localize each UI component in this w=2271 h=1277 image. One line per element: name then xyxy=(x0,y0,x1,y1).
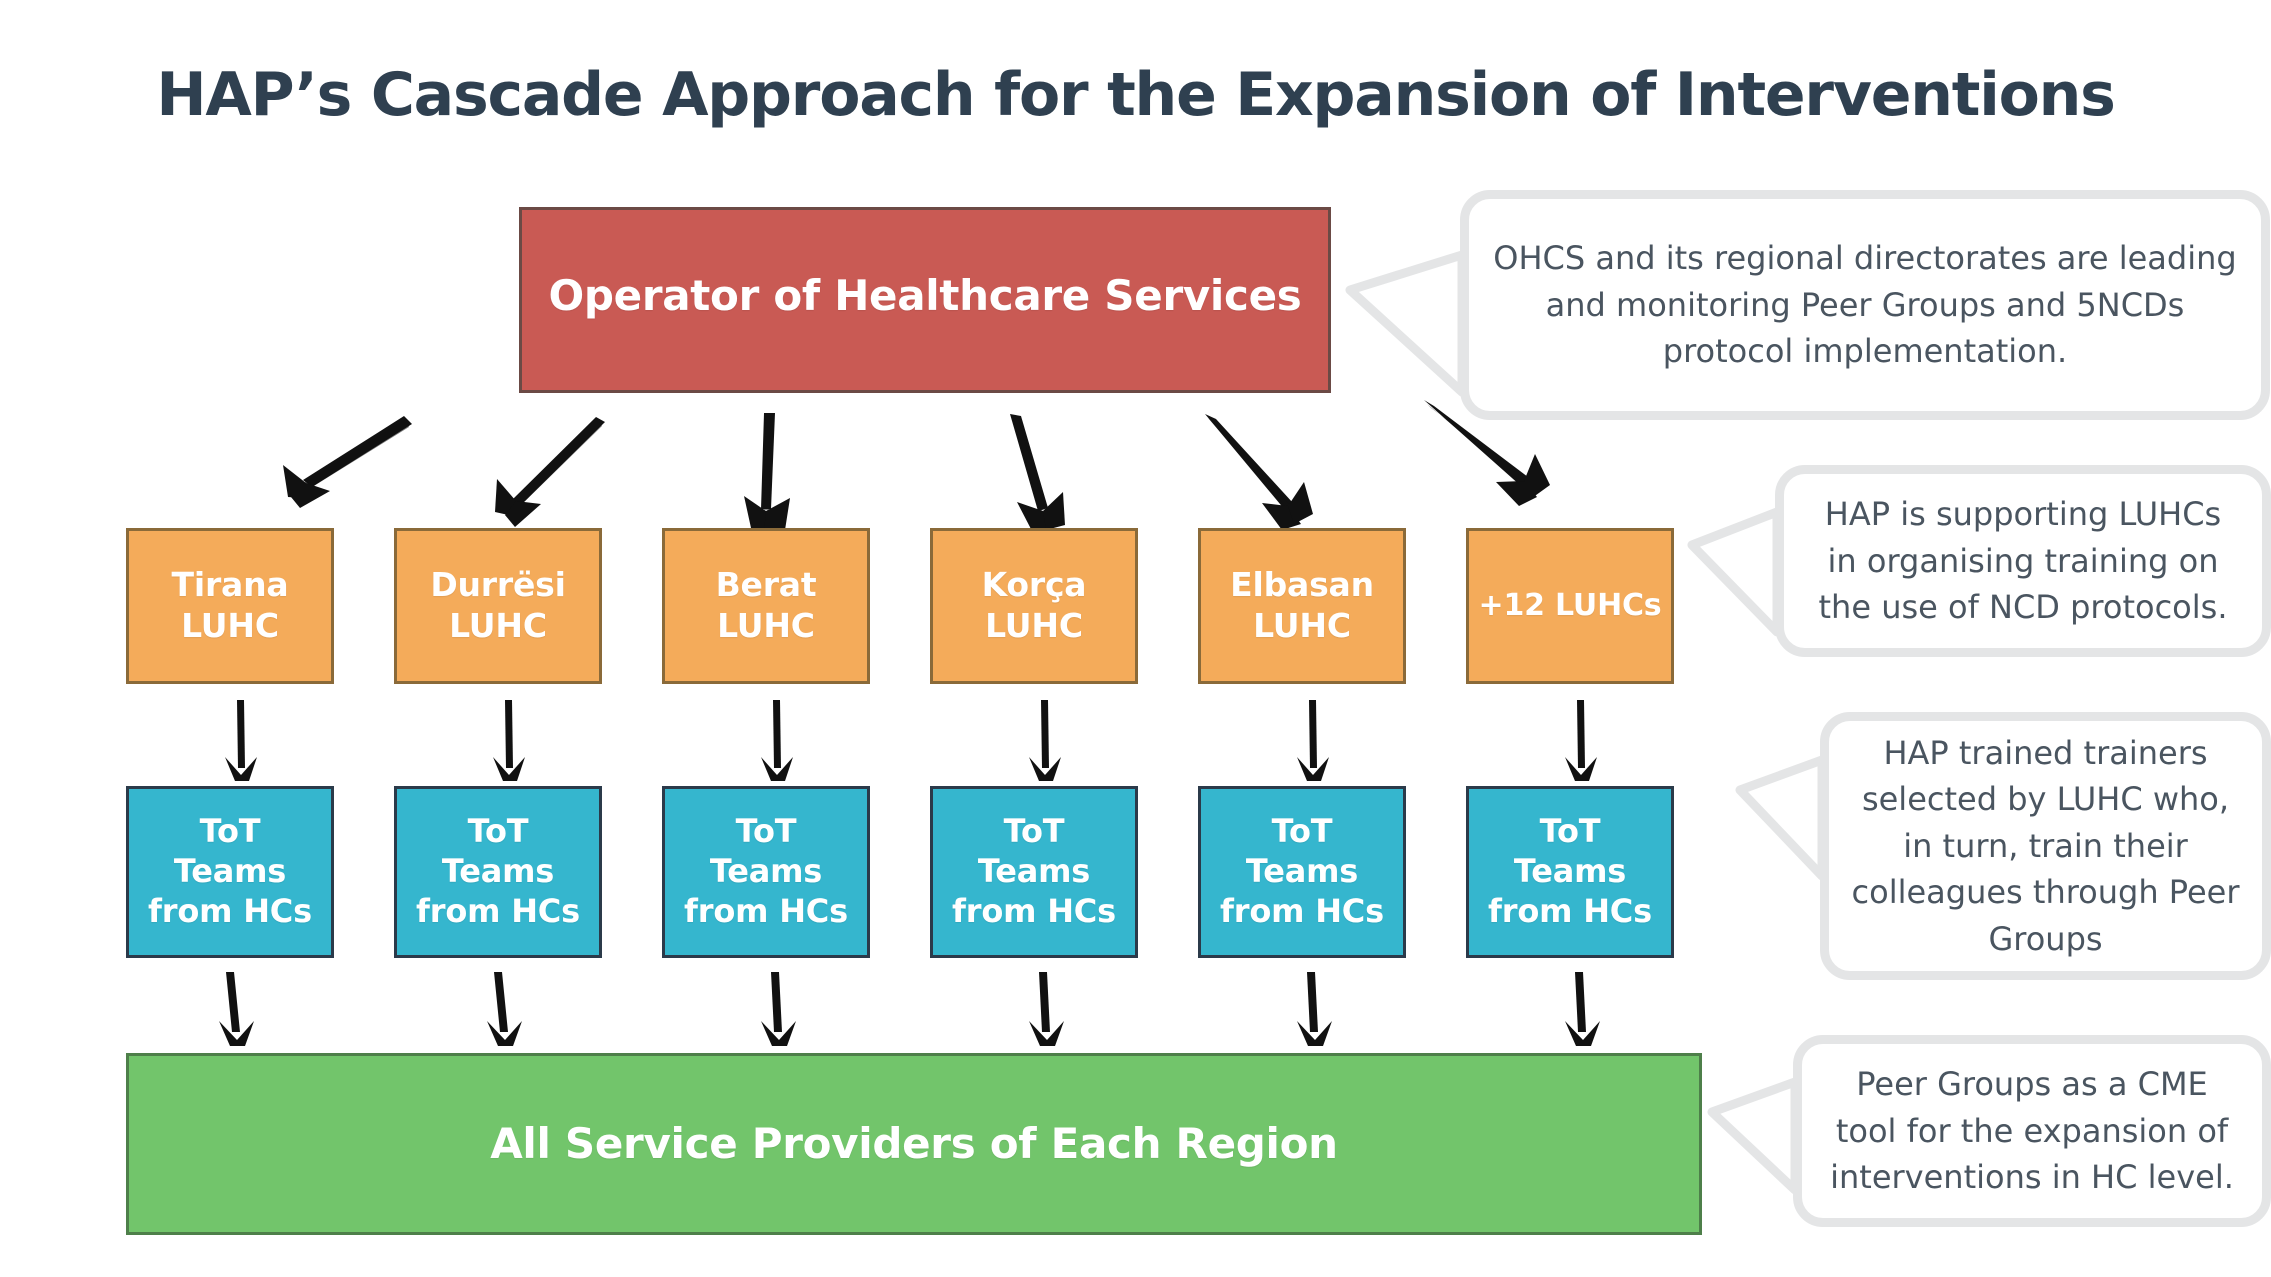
arrow-operator-to-berat xyxy=(744,413,790,532)
arrow-luhc-to-tot-3 xyxy=(761,700,793,781)
node-tot-teams-2[interactable]: ToT Teams from HCs xyxy=(394,786,602,958)
arrow-tot-to-providers-4 xyxy=(1029,972,1064,1046)
arrow-luhc-to-tot-1 xyxy=(225,700,257,781)
tot-label-line1: ToT xyxy=(199,812,261,851)
callout-providers: Peer Groups as a CME tool for the expans… xyxy=(1793,1035,2271,1227)
arrow-operator-to-durresi xyxy=(495,417,605,527)
tot-label-line3: from HCs xyxy=(952,891,1116,930)
luhc-label-line1: Elbasan xyxy=(1230,565,1374,605)
callout-luhc: HAP is supporting LUHCs in organising tr… xyxy=(1775,465,2271,657)
tot-label-line3: from HCs xyxy=(1488,891,1652,930)
callout-tot: HAP trained trainers selected by LUHC wh… xyxy=(1820,712,2271,980)
tot-label-line1: ToT xyxy=(1271,812,1333,851)
luhc-label-line2: LUHC xyxy=(985,606,1083,645)
tot-label-line2: Teams xyxy=(1513,852,1627,891)
bubble-tail-3 xyxy=(1735,755,1827,881)
arrow-luhc-to-tot-5 xyxy=(1297,700,1329,781)
tot-label-line3: from HCs xyxy=(416,891,580,930)
node-luhc-berat[interactable]: Berat LUHC xyxy=(662,528,870,684)
node-tot-teams-1[interactable]: ToT Teams from HCs xyxy=(126,786,334,958)
node-luhc-elbasan[interactable]: Elbasan LUHC xyxy=(1198,528,1406,684)
arrow-group-luhc-to-tot xyxy=(225,700,1597,781)
tot-label-line3: from HCs xyxy=(1220,891,1384,930)
tot-label-line1: ToT xyxy=(1003,812,1065,851)
tot-label-line2: Teams xyxy=(709,852,823,891)
tot-label-line1: ToT xyxy=(735,812,797,851)
arrow-tot-to-providers-2 xyxy=(487,972,522,1046)
tot-label-line1: ToT xyxy=(1539,812,1601,851)
arrow-operator-to-elbasan xyxy=(1205,414,1313,530)
arrow-luhc-to-tot-6 xyxy=(1565,700,1597,781)
arrow-operator-to-tirana xyxy=(283,416,412,508)
tot-label-line1: ToT xyxy=(467,812,529,851)
node-operator-of-healthcare-services[interactable]: Operator of Healthcare Services xyxy=(519,207,1331,393)
luhc-label-line2: LUHC xyxy=(1253,606,1351,645)
bubble-tail-4 xyxy=(1707,1077,1800,1195)
node-luhc-tirana[interactable]: Tirana LUHC xyxy=(126,528,334,684)
node-tot-teams-3[interactable]: ToT Teams from HCs xyxy=(662,786,870,958)
callout-ohcs: OHCS and its regional directorates are l… xyxy=(1460,190,2270,420)
luhc-label-line2: LUHC xyxy=(181,606,279,645)
tot-label-line2: Teams xyxy=(441,852,555,891)
bubble-tail-2 xyxy=(1687,507,1782,637)
luhc-label-line2: LUHC xyxy=(449,606,547,645)
arrow-operator-to-korca xyxy=(1010,414,1065,531)
arrow-tot-to-providers-5 xyxy=(1297,972,1332,1046)
luhc-label-line2: LUHC xyxy=(717,606,815,645)
node-tot-teams-5[interactable]: ToT Teams from HCs xyxy=(1198,786,1406,958)
node-luhc-additional[interactable]: +12 LUHCs xyxy=(1466,528,1674,684)
arrow-luhc-to-tot-4 xyxy=(1029,700,1061,781)
arrow-group-operator-to-luhc xyxy=(283,400,1550,532)
node-tot-teams-4[interactable]: ToT Teams from HCs xyxy=(930,786,1138,958)
tot-label-line2: Teams xyxy=(977,852,1091,891)
node-tot-teams-6[interactable]: ToT Teams from HCs xyxy=(1466,786,1674,958)
node-luhc-korca[interactable]: Korça LUHC xyxy=(930,528,1138,684)
node-all-service-providers[interactable]: All Service Providers of Each Region xyxy=(126,1053,1702,1235)
page-title: HAP’s Cascade Approach for the Expansion… xyxy=(156,60,2115,130)
luhc-label-line1: +12 LUHCs xyxy=(1478,588,1662,624)
arrow-tot-to-providers-3 xyxy=(761,972,796,1046)
luhc-label-line1: Korça xyxy=(981,565,1087,605)
arrow-tot-to-providers-6 xyxy=(1565,972,1600,1046)
bubble-tail-1 xyxy=(1345,250,1467,397)
tot-label-line3: from HCs xyxy=(148,891,312,930)
node-luhc-durresi[interactable]: Durrësi LUHC xyxy=(394,528,602,684)
tot-label-line2: Teams xyxy=(173,852,287,891)
luhc-label-line1: Durrësi xyxy=(430,565,566,605)
arrow-group-tot-to-providers xyxy=(219,972,1600,1046)
luhc-label-line1: Tirana xyxy=(171,565,289,605)
arrow-tot-to-providers-1 xyxy=(219,972,254,1046)
luhc-label-line1: Berat xyxy=(715,565,817,605)
tot-label-line3: from HCs xyxy=(684,891,848,930)
arrow-luhc-to-tot-2 xyxy=(493,700,525,781)
tot-label-line2: Teams xyxy=(1245,852,1359,891)
